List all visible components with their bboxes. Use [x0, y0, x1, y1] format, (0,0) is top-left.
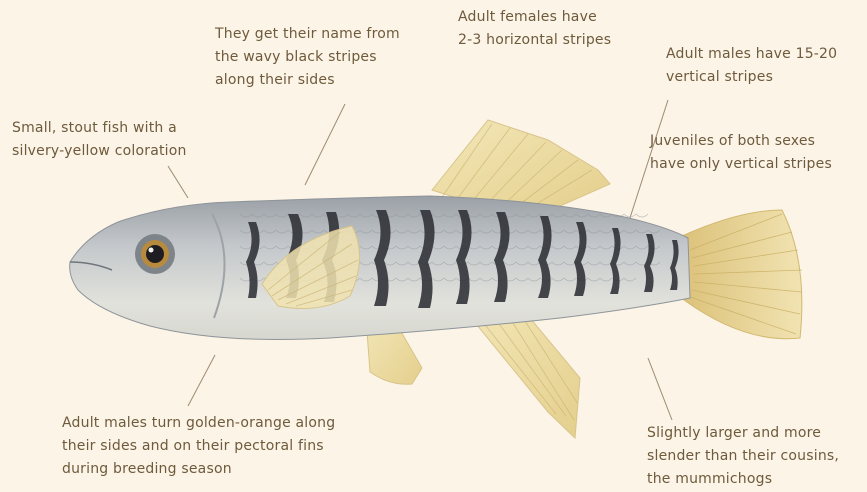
leader-line-size-color — [168, 166, 188, 198]
callout-size-color: Small, stout fish with a silvery-yellow … — [12, 117, 187, 163]
callout-name-origin-line-1: They get their name from — [215, 23, 400, 46]
callout-breeding-line-3: during breeding season — [62, 458, 335, 481]
callout-juveniles-line-2: have only vertical stripes — [650, 153, 832, 176]
callout-males-stripes-line-1: Adult males have 15-20 — [666, 43, 837, 66]
callout-name-origin-line-3: along their sides — [215, 69, 400, 92]
callout-females-line-1: Adult females have — [458, 6, 611, 29]
callout-name-origin: They get their name from the wavy black … — [215, 23, 400, 92]
leader-line-comparison — [648, 358, 672, 420]
callout-juveniles: Juveniles of both sexes have only vertic… — [650, 130, 832, 176]
leader-line-name-origin — [305, 104, 345, 185]
callout-comparison-line-2: slender than their cousins, — [647, 445, 839, 468]
eye-pupil — [146, 245, 164, 263]
callout-females: Adult females have 2-3 horizontal stripe… — [458, 6, 611, 52]
callout-juveniles-line-1: Juveniles of both sexes — [650, 130, 832, 153]
callout-comparison-line-1: Slightly larger and more — [647, 422, 839, 445]
callout-breeding-line-2: their sides and on their pectoral fins — [62, 435, 335, 458]
callout-name-origin-line-2: the wavy black stripes — [215, 46, 400, 69]
callout-comparison: Slightly larger and more slender than th… — [647, 422, 839, 491]
callout-breeding: Adult males turn golden-orange along the… — [62, 412, 335, 481]
callout-males-stripes: Adult males have 15-20 vertical stripes — [666, 43, 837, 89]
callout-breeding-line-1: Adult males turn golden-orange along — [62, 412, 335, 435]
leader-line-breeding — [188, 355, 215, 406]
callout-females-line-2: 2-3 horizontal stripes — [458, 29, 611, 52]
callout-males-stripes-line-2: vertical stripes — [666, 66, 837, 89]
eye-highlight — [149, 248, 154, 253]
callout-comparison-line-3: the mummichogs — [647, 468, 839, 491]
callout-size-color-line-2: silvery-yellow coloration — [12, 140, 187, 163]
callout-size-color-line-1: Small, stout fish with a — [12, 117, 187, 140]
